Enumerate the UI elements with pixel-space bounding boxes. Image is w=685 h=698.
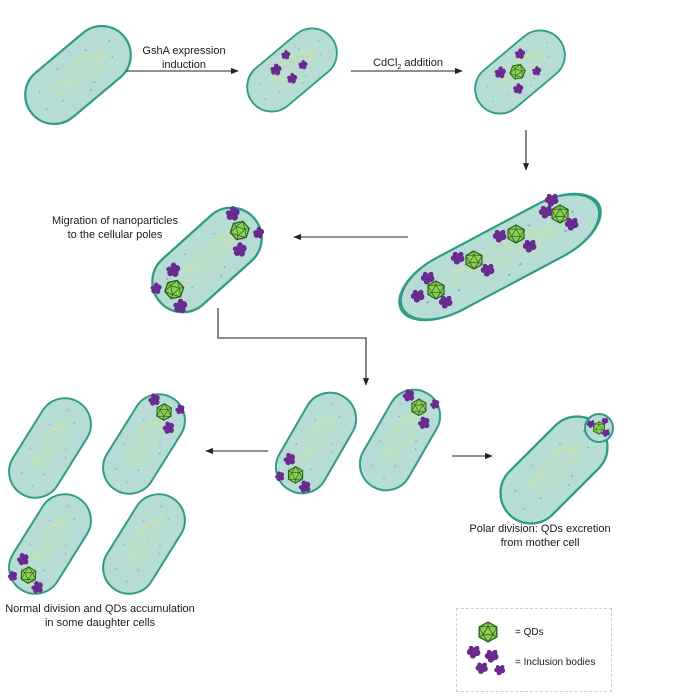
label-cdcl2: CdCl2 addition bbox=[360, 56, 456, 75]
label-normal-division: Normal division and QDs accumulation in … bbox=[0, 602, 200, 630]
daughter-cell-top-left bbox=[0, 387, 102, 509]
daughter-cell-top-right bbox=[92, 383, 196, 505]
label-migration: Migration of nanoparticles to the cellul… bbox=[30, 214, 200, 242]
legend-inclusion-label: = Inclusion bodies bbox=[515, 657, 596, 668]
cell-initial bbox=[12, 13, 144, 137]
label-normal-line1: Normal division and QDs accumulation bbox=[5, 603, 195, 615]
excreted-bud bbox=[584, 413, 614, 443]
label-cdcl2-subscript: 2 bbox=[397, 64, 402, 72]
daughter-cell-bottom-right bbox=[92, 483, 196, 605]
dividing-cell-left bbox=[265, 382, 367, 504]
label-polar-line2: from mother cell bbox=[500, 537, 580, 549]
legend-qds-label: = QDs bbox=[515, 627, 544, 638]
label-gsha-line2: induction bbox=[161, 59, 207, 71]
label-cdcl2-prefix: CdCl bbox=[373, 57, 398, 69]
cell-gsha-induced bbox=[236, 17, 348, 123]
label-migration-line1: Migration of nanoparticles bbox=[52, 215, 178, 227]
label-normal-line2: in some daughter cells bbox=[44, 617, 156, 629]
label-polar-line1: Polar division: QDs excretion bbox=[469, 523, 611, 535]
cell-elongated bbox=[386, 177, 614, 337]
daughter-cell-bottom-left bbox=[0, 483, 102, 605]
label-cdcl2-suffix: addition bbox=[401, 57, 443, 69]
label-gsha-line1: GshA expression bbox=[142, 45, 226, 57]
cell-cdcl2-added bbox=[464, 19, 576, 125]
dividing-cell-right bbox=[349, 379, 451, 501]
label-migration-line2: to the cellular poles bbox=[67, 229, 163, 241]
label-gsha: GshA expression induction bbox=[130, 44, 238, 72]
arrow-elbow-division bbox=[217, 308, 370, 386]
label-polar-division: Polar division: QDs excretion from mothe… bbox=[450, 522, 630, 550]
legend: = QDs = Inclusion bodies bbox=[456, 608, 612, 692]
